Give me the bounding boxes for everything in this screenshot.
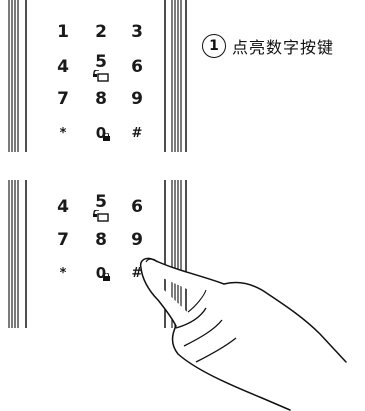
unlock-icon [93,70,109,82]
instruction-step: 1 点亮数字按键 [202,34,334,58]
key-top-5[interactable]: 5 [86,52,116,82]
step-number-badge: 1 [202,34,226,58]
key-bottom-hash[interactable]: # [131,265,143,281]
unlock-icon [93,210,109,222]
key-bottom-5[interactable]: 5 [86,192,116,222]
key-top-3[interactable]: 3 [131,22,143,42]
key-bottom-0[interactable]: 0 [86,261,116,285]
key-bottom-4[interactable]: 4 [57,197,69,217]
key-bottom-8[interactable]: 8 [95,230,107,250]
key-bottom-star[interactable]: * [59,265,67,281]
key-top-8[interactable]: 8 [95,89,107,109]
keypad-panel-top: 1 2 3 4 5 6 7 8 9 * 0 # [0,0,200,160]
key-top-1[interactable]: 1 [57,22,69,42]
step-instruction-text: 点亮数字按键 [232,38,335,57]
key-bottom-6[interactable]: 6 [131,197,143,217]
panel-frame-top [8,0,187,152]
key-top-6[interactable]: 6 [131,57,143,77]
key-top-4[interactable]: 4 [57,57,69,77]
key-top-0[interactable]: 0 [86,121,116,145]
key-top-hash[interactable]: # [131,125,143,141]
key-bottom-9[interactable]: 9 [131,230,143,250]
lock-icon [103,273,110,281]
key-bottom-7[interactable]: 7 [57,230,69,250]
key-top-star[interactable]: * [59,125,67,141]
key-top-2[interactable]: 2 [95,22,107,42]
lock-icon [103,133,110,141]
key-top-7[interactable]: 7 [57,89,69,109]
key-top-9[interactable]: 9 [131,89,143,109]
